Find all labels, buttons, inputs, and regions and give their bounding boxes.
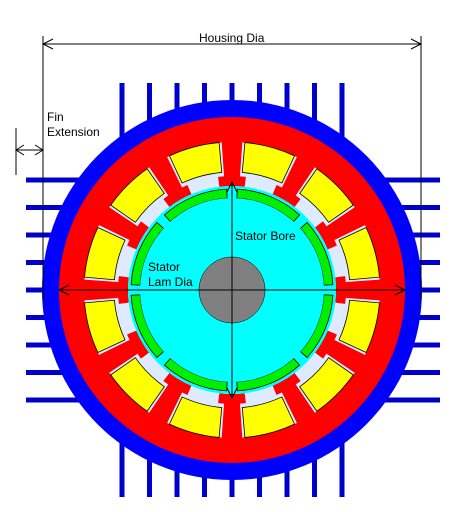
stator-winding-coil <box>169 142 223 184</box>
stator-tooth-tip <box>315 221 337 250</box>
stator-windings <box>84 142 380 438</box>
stator-winding-coil <box>110 357 165 412</box>
stator-winding-coil <box>241 396 295 438</box>
fin-ext-arrow-right <box>34 144 44 156</box>
stator-tooth-tip <box>163 185 192 207</box>
housing-dia-label: Housing Dia <box>199 31 265 45</box>
stator-winding-coil <box>110 168 165 223</box>
dimension-lines <box>15 36 423 400</box>
stator-winding-coil <box>338 227 380 281</box>
stator-lam-dia-arrow-left <box>57 284 70 296</box>
stator-tooth-tips <box>117 176 346 405</box>
rotor-magnets <box>130 188 334 392</box>
stator-lam-dia-arrow-right <box>394 284 407 296</box>
stator-tooth-tip <box>272 185 301 207</box>
stator-winding-coil <box>299 357 354 412</box>
stator-bore-arrow-bottom <box>226 387 238 400</box>
stator-winding-coil <box>84 227 126 281</box>
fin-extension-label-line1: Fin <box>47 110 64 124</box>
stator-tooth-tip <box>272 373 301 395</box>
stator-bore-label: Stator Bore <box>235 229 296 243</box>
stator-winding-coil <box>299 168 354 223</box>
fin-extension-label-line2: Extension <box>47 125 100 139</box>
stator-tooth-tip <box>127 330 149 359</box>
stator-winding-coil <box>338 299 380 353</box>
housing-dia-arrow-right <box>410 38 423 50</box>
stator-tooth-tip <box>315 330 337 359</box>
stator-bore-arrow-top <box>226 180 238 193</box>
stator-winding-coil <box>241 142 295 184</box>
housing-dia-arrow-left <box>41 38 54 50</box>
stator-tooth-tip <box>127 221 149 250</box>
stator-winding-coil <box>169 396 223 438</box>
stator-tooth-tip <box>163 373 192 395</box>
stator-winding-coil <box>84 299 126 353</box>
stator-lam-dia-label-line1: Stator <box>148 260 180 274</box>
stator-lam-dia-label-line2: Lam Dia <box>148 275 193 289</box>
fin-ext-arrow-left <box>15 144 25 156</box>
